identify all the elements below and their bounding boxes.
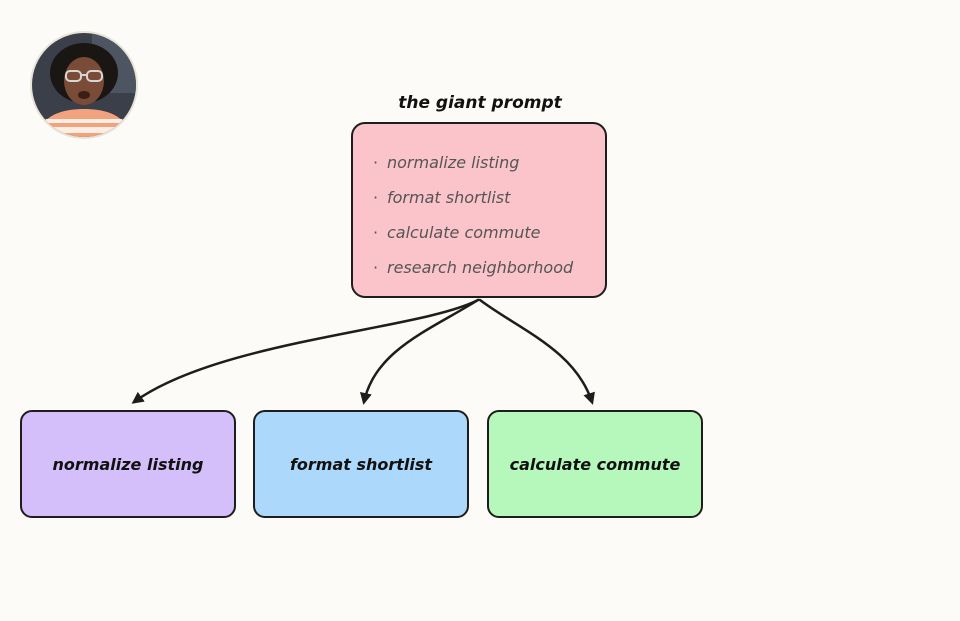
giant-prompt-item-label: research neighborhood [387, 258, 574, 277]
giant-prompt-title: the giant prompt [398, 93, 562, 113]
giant-prompt-list: · normalize listing · format shortlist · ca… [373, 148, 573, 288]
bullet-dot: · [373, 258, 379, 277]
arrow-to-format-shortlist [360, 298, 480, 405]
bullet-dot: · [373, 188, 379, 207]
presenter-avatar [30, 31, 138, 139]
giant-prompt-item: · research neighborhood [373, 253, 573, 288]
giant-prompt-item-label: normalize listing [387, 153, 520, 172]
task-box-format-shortlist: format shortlist [253, 410, 469, 518]
presenter-webcam-icon [32, 33, 136, 137]
giant-prompt-item-label: format shortlist [387, 188, 511, 207]
arrow-to-normalize-listing [131, 298, 480, 404]
task-box-label: normalize listing [52, 454, 204, 474]
giant-prompt-box: · normalize listing · format shortlist · ca… [351, 122, 607, 298]
task-box-label: format shortlist [289, 454, 433, 474]
task-box-calculate-commute: calculate commute [487, 410, 703, 518]
task-box-label: calculate commute [509, 454, 681, 474]
giant-prompt-item: · calculate commute [373, 218, 573, 253]
giant-prompt-item: · normalize listing [373, 148, 573, 183]
task-box-normalize-listing: normalize listing [20, 410, 236, 518]
arrow-to-calculate-commute [478, 298, 595, 405]
bullet-dot: · [373, 153, 379, 172]
giant-prompt-item: · format shortlist [373, 183, 573, 218]
giant-prompt-item-label: calculate commute [387, 223, 541, 242]
bullet-dot: · [373, 223, 379, 242]
